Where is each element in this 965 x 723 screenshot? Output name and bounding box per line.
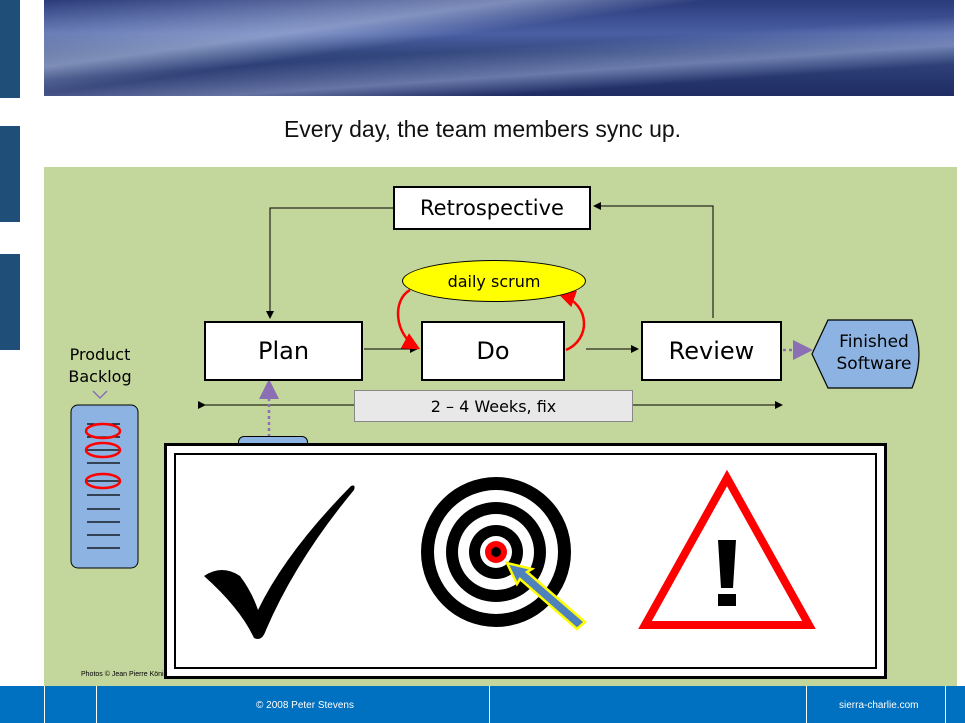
footer-bar <box>0 686 965 723</box>
backlog-item-highlight <box>84 422 122 440</box>
retrospective-label: Retrospective <box>420 196 564 220</box>
left-bar-3 <box>0 254 20 350</box>
product-backlog-list <box>70 404 139 569</box>
retro-to-plan-arrow <box>266 207 393 319</box>
slide-headline: Every day, the team members sync up. <box>283 116 682 142</box>
daily-scrum-ellipse: daily scrum <box>402 260 586 302</box>
footer-separator <box>945 686 946 723</box>
photo-credit: Photos © Jean Pierre König <box>81 671 168 678</box>
review-label: Review <box>668 337 755 365</box>
backlog-line-1: Product <box>69 345 131 364</box>
target-arrow-icon <box>504 561 587 631</box>
product-backlog-label: Product Backlog <box>55 344 145 388</box>
review-box: Review <box>641 321 782 381</box>
target-icon <box>421 477 587 631</box>
duration-label: 2 – 4 Weeks, fix <box>430 396 557 416</box>
backlog-chevron <box>92 390 108 400</box>
footer-separator <box>489 686 490 723</box>
scrum-loop-right <box>557 290 586 352</box>
footer-separator <box>806 686 807 723</box>
backlog-item-highlight <box>84 441 122 459</box>
checkmark-icon <box>204 485 355 639</box>
plan-box: Plan <box>204 321 363 381</box>
finished-line-2: Software <box>836 354 912 374</box>
review-to-retro-arrow <box>593 202 714 318</box>
photo-frame-inner <box>174 453 877 669</box>
left-bar-2 <box>0 126 20 222</box>
footer-separator <box>96 686 97 723</box>
plan-label: Plan <box>257 337 310 365</box>
retrospective-box: Retrospective <box>393 186 591 230</box>
footer-site: sierra-charlie.com <box>839 700 919 711</box>
backlog-line-2: Backlog <box>68 367 132 386</box>
finished-software-shape <box>811 319 920 389</box>
do-label: Do <box>476 337 510 365</box>
footer-copyright: © 2008 Peter Stevens <box>256 700 354 711</box>
left-bar-1 <box>0 0 20 98</box>
scrum-loop-left <box>396 288 421 350</box>
footer-separator <box>44 686 45 723</box>
finished-line-1: Finished <box>839 332 909 352</box>
header-banner <box>44 0 954 96</box>
duration-box: 2 – 4 Weeks, fix <box>354 390 633 422</box>
do-box: Do <box>421 321 565 381</box>
daily-scrum-label: daily scrum <box>447 271 541 291</box>
backlog-item-highlight <box>84 472 122 490</box>
warning-icon <box>638 470 816 629</box>
finished-software-label: Finished Software <box>826 331 922 375</box>
